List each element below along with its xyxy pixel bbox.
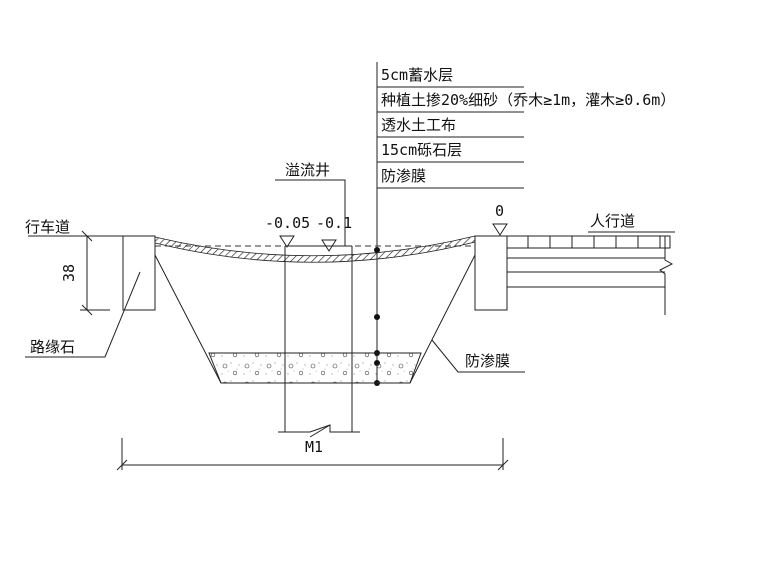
elevation-triangle-icon: [492, 223, 508, 236]
overflow-well-label: 溢流井: [285, 161, 330, 179]
overflow-well: M1 溢流井: [275, 161, 360, 456]
elevation-triangle-icon: [279, 235, 295, 248]
gravel-layer: [208, 352, 422, 384]
layer-label: 种植土掺20%细砂（乔木≥1m，灌木≥0.6m）: [381, 91, 675, 109]
left-slope: [154, 254, 222, 384]
sidewalk-label: 人行道: [590, 212, 635, 230]
swale: [154, 235, 476, 384]
dimension-label: 38: [60, 264, 78, 282]
curb-label: 路缘石: [30, 338, 75, 356]
elevation-label: 0: [495, 202, 504, 220]
elevation-marks: -0.05 -0.1 0: [265, 202, 508, 252]
curb-height-dimension: 38: [60, 230, 110, 316]
left-curb: [122, 235, 156, 311]
right-slope: [409, 254, 476, 384]
layer-label: 透水土工布: [381, 116, 456, 134]
right-curb: [474, 235, 508, 311]
sidewalk: 人行道: [506, 212, 675, 315]
well-code-label: M1: [305, 438, 323, 456]
elevation-triangle-icon: [321, 239, 337, 252]
elevation-label: -0.05: [265, 214, 310, 232]
layer-callout: 5cm蓄水层 种植土掺20%细砂（乔木≥1m，灌木≥0.6m） 透水土工布 15…: [374, 62, 675, 386]
width-dimension: [116, 438, 509, 471]
planting-soil-surface: [154, 235, 476, 263]
roadway-label: 行车道: [25, 218, 70, 236]
layer-label: 5cm蓄水层: [381, 66, 453, 84]
layer-label: 防渗膜: [381, 167, 426, 185]
membrane-label: 防渗膜: [465, 352, 510, 370]
layer-label: 15cm砾石层: [381, 141, 462, 159]
elevation-label: -0.1: [316, 214, 352, 232]
